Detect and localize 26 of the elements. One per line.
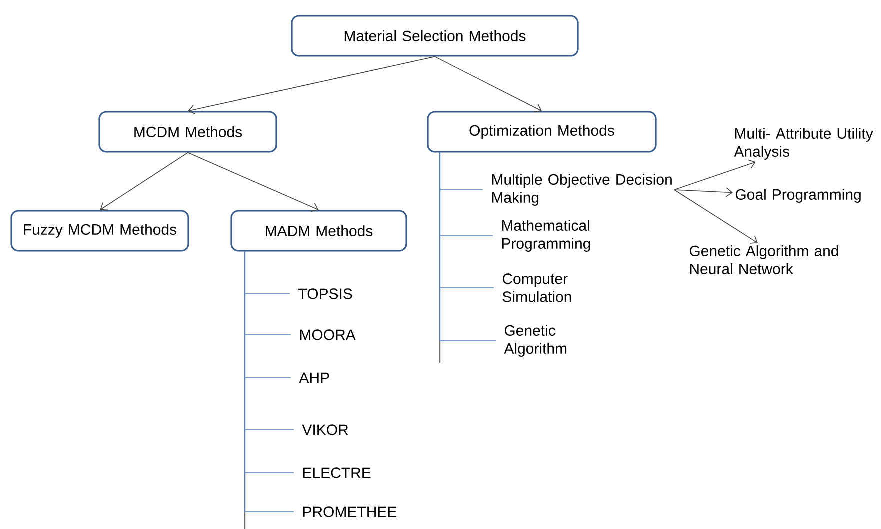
- arrow: [674, 188, 733, 198]
- arrow: [434, 56, 542, 113]
- method-label: Multi- Attribute Utility Analysis: [734, 128, 874, 160]
- method-label: Multiple Objective Decision Making: [492, 174, 672, 206]
- method-label: ELECTRE: [303, 468, 371, 478]
- arrow: [188, 152, 319, 212]
- method-box: Fuzzy MCDM Methods: [10, 210, 190, 252]
- arrow: [674, 190, 758, 244]
- connector: [440, 152, 496, 342]
- method-box: MADM Methods: [230, 210, 408, 252]
- method-label: Mathematical Programming: [502, 220, 590, 252]
- arrow: [188, 56, 436, 115]
- arrow: [100, 152, 188, 211]
- method-label: VIKOR: [302, 424, 348, 436]
- method-label: AHP: [299, 372, 330, 384]
- method-box: MCDM Methods: [98, 111, 278, 153]
- method-label: TOPSIS: [298, 288, 352, 300]
- method-label: Goal Programming: [736, 189, 861, 203]
- method-label: MOORA: [300, 330, 356, 340]
- method-label: Genetic Algorithm: [504, 325, 567, 357]
- method-label: Computer Simulation: [502, 274, 572, 302]
- method-label: PROMETHEE: [303, 506, 397, 518]
- method-label: Genetic Algorithm and Neural Network: [690, 245, 838, 274]
- arrow: [674, 160, 756, 190]
- method-box: Optimization Methods: [427, 111, 657, 153]
- method-box: Material Selection Methods: [291, 15, 579, 57]
